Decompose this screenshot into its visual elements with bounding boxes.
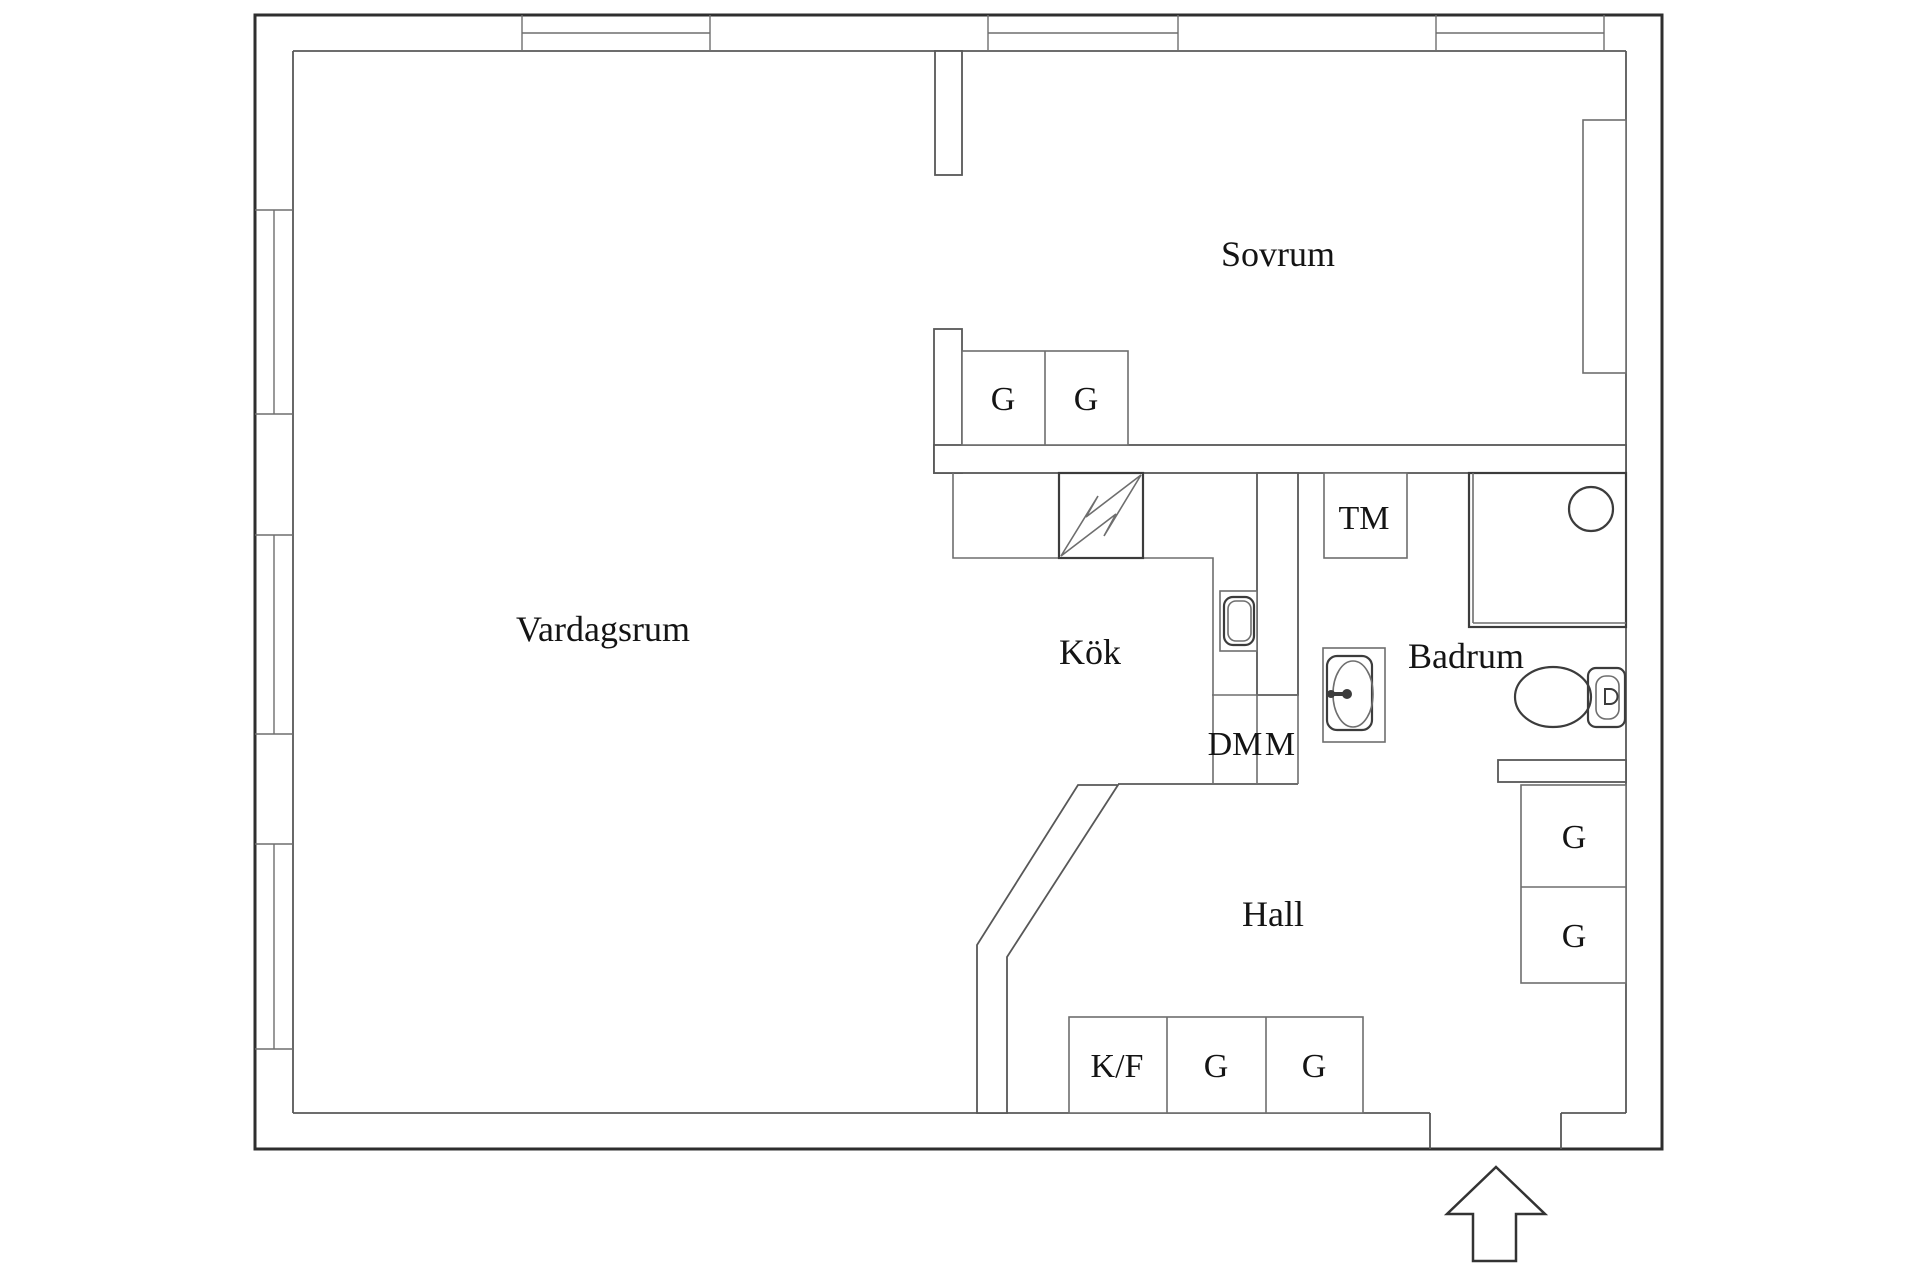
kitchen-fittings xyxy=(952,471,1299,784)
window-icon xyxy=(521,15,711,51)
outer-walls xyxy=(253,13,1664,1151)
label-micro: M xyxy=(1265,726,1295,763)
label-fridge-freezer: K/F xyxy=(1091,1048,1144,1085)
wall-stub-top xyxy=(934,50,963,176)
window-icon xyxy=(1435,15,1605,51)
entrance-opening xyxy=(1429,1113,1562,1149)
wall-bedroom-south xyxy=(933,444,1627,474)
hall-wardrobes xyxy=(1520,784,1627,984)
entrance-arrow-icon xyxy=(1443,1165,1549,1263)
wall-bathroom-south xyxy=(1497,759,1627,783)
label-wardrobe: G xyxy=(1204,1048,1229,1085)
window-icon xyxy=(987,15,1179,51)
storage-units xyxy=(961,119,1627,1114)
bathroom-sink-icon xyxy=(1322,647,1386,743)
wall-hall-diagonal xyxy=(976,784,1120,1114)
bedroom-tall-unit xyxy=(1582,119,1627,374)
label-dishwasher: DM xyxy=(1208,726,1263,763)
room-label-badrum: Badrum xyxy=(1408,636,1524,676)
room-label-vardagsrum: Vardagsrum xyxy=(516,609,690,649)
kitchen-sink-icon xyxy=(1219,590,1258,652)
stove-lightning-icon xyxy=(1057,471,1145,560)
window-icon xyxy=(255,843,293,1050)
label-wardrobe: G xyxy=(1302,1048,1327,1085)
label-washing-machine: TM xyxy=(1339,500,1390,537)
fixture-labels: G G TM DM M G G K/F G G xyxy=(991,381,1587,1085)
outer-wall-outline xyxy=(253,13,1664,1151)
room-label-hall: Hall xyxy=(1242,894,1304,934)
bathroom-fittings xyxy=(1322,471,1628,743)
window-icon xyxy=(255,209,293,415)
toilet-icon xyxy=(1513,665,1627,729)
shower-icon xyxy=(1467,471,1628,629)
room-label-sovrum: Sovrum xyxy=(1221,234,1335,274)
bedroom-wardrobes xyxy=(961,350,1129,446)
label-wardrobe: G xyxy=(1562,819,1587,856)
room-label-kok: Kök xyxy=(1059,632,1121,672)
interior-walls xyxy=(933,50,1627,1114)
label-wardrobe: G xyxy=(1562,918,1587,955)
room-labels: Vardagsrum Sovrum Kök Badrum Hall xyxy=(516,234,1524,934)
label-wardrobe: G xyxy=(1074,381,1099,418)
label-wardrobe: G xyxy=(991,381,1016,418)
wall-kitchen-bathroom xyxy=(1256,472,1299,696)
windows xyxy=(255,15,1605,1050)
window-icon xyxy=(255,534,293,735)
entry-units xyxy=(1068,1016,1364,1114)
washing-machine-box xyxy=(1323,472,1408,559)
